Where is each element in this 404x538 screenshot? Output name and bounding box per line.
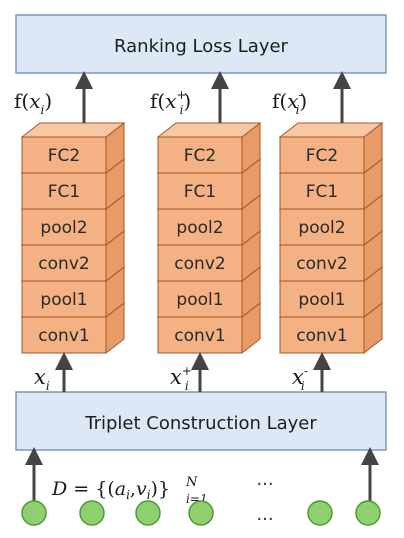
layer-block-front (157, 136, 243, 174)
layer-label-pool2: pool2 (298, 218, 345, 238)
dataset-formula: D = {(ai,vi)} N i=1 (51, 475, 208, 506)
input-label-sup: - (304, 364, 308, 378)
layer-block-front (21, 316, 107, 354)
output-label-f: f( (14, 89, 29, 113)
ranking-loss-layer: Ranking Loss Layer (15, 14, 387, 74)
formula-upper: N (185, 475, 198, 490)
layer-label-conv1: conv1 (38, 326, 89, 346)
layer-block-front (157, 208, 243, 246)
layer-block-top (278, 122, 384, 138)
input-label-sup: + (182, 364, 192, 378)
formula-a-sub: i (126, 488, 130, 502)
output-label-sub: i (41, 103, 45, 117)
data-node (21, 500, 47, 526)
input-label-sub: i (46, 379, 50, 393)
input-label-x: x (170, 365, 182, 389)
output-label-sup: + (177, 88, 187, 102)
output-label-close: ) (299, 89, 307, 113)
output-label-x: x (29, 89, 40, 113)
output-label-sub: i (180, 103, 184, 117)
layer-label-conv2: conv2 (174, 254, 225, 274)
layer-block-front (21, 136, 107, 174)
layer-block-fc2: FC2 (156, 121, 262, 175)
layer-label-fc2: FC2 (48, 146, 80, 166)
triplet-construction-layer: Triplet Construction Layer (15, 391, 387, 451)
output-label: f(x-i) (272, 88, 307, 117)
layer-label-conv1: conv1 (174, 326, 225, 346)
layer-label-fc1: FC1 (184, 182, 216, 202)
data-node (79, 500, 105, 526)
layer-label-pool1: pool1 (298, 290, 345, 310)
ranking-loss-layer-box (15, 14, 387, 74)
layer-block-top (156, 122, 262, 138)
data-node (135, 500, 161, 526)
input-label: x+i (170, 364, 192, 393)
formula-comma: , (130, 478, 136, 500)
output-label-sub: i (296, 103, 300, 117)
ranking-loss-layer-label: Ranking Loss Layer (114, 36, 289, 57)
formula-eq: = {( (67, 478, 115, 500)
output-label-x: x (165, 89, 176, 113)
formula-a: a (115, 478, 126, 500)
layer-label-conv2: conv2 (38, 254, 89, 274)
input-label-x: x (292, 365, 304, 389)
layer-block-front (21, 280, 107, 318)
layer-block-front (157, 244, 243, 282)
layer-label-pool1: pool1 (176, 290, 223, 310)
layer-label-fc1: FC1 (306, 182, 338, 202)
output-label-f: f( (272, 89, 287, 113)
network-columns: conv1pool1conv2pool2FC1FC2f(xi)xiconv1po… (14, 71, 384, 393)
triplet-construction-layer-label: Triplet Construction Layer (84, 413, 317, 434)
output-label-x: x (287, 89, 298, 113)
output-label-close: ) (44, 89, 52, 113)
svg-text:D = {(ai,vi)}: D = {(ai,vi)} (51, 478, 170, 502)
layer-block-front (21, 244, 107, 282)
output-label: f(x+i) (150, 88, 191, 117)
layer-label-fc2: FC2 (184, 146, 216, 166)
data-nodes (21, 500, 381, 526)
formula-D: D (51, 478, 67, 500)
layer-block-front (279, 136, 365, 174)
input-arrows (25, 447, 379, 503)
formula-close: )} (151, 478, 171, 500)
output-label: f(xi) (14, 89, 52, 117)
layer-block-conv1: conv1 (278, 301, 384, 355)
input-label-sub: i (185, 379, 189, 393)
layer-label-conv1: conv1 (296, 326, 347, 346)
layer-block-top (20, 122, 126, 138)
layer-label-fc1: FC1 (48, 182, 80, 202)
output-label-close: ) (183, 89, 191, 113)
layer-block-front (279, 316, 365, 354)
data-node (188, 500, 214, 526)
data-node (355, 500, 381, 526)
formula-v-sub: i (147, 488, 151, 502)
layer-block-fc2: FC2 (278, 121, 384, 175)
output-label-f: f( (150, 89, 165, 113)
layer-block-conv2: conv2 (278, 229, 384, 283)
input-label-x: x (34, 365, 46, 389)
layer-block-front (157, 280, 243, 318)
triplet-construction-layer-box (15, 391, 387, 451)
layer-label-pool2: pool2 (176, 218, 223, 238)
layer-label-fc2: FC2 (306, 146, 338, 166)
layer-block-front (21, 208, 107, 246)
input-label: xi (34, 365, 50, 393)
output-label-sup: - (299, 88, 303, 102)
input-label: x-i (292, 364, 308, 393)
input-label-sub: i (301, 379, 305, 393)
ellipsis-top: ... (256, 469, 273, 490)
layer-label-conv2: conv2 (296, 254, 347, 274)
ellipsis-bottom: ... (256, 504, 273, 525)
data-node (307, 500, 333, 526)
layer-label-pool1: pool1 (40, 290, 87, 310)
formula-v: v (136, 478, 147, 500)
layer-block-fc2: FC2 (20, 121, 126, 175)
layer-label-pool2: pool2 (40, 218, 87, 238)
